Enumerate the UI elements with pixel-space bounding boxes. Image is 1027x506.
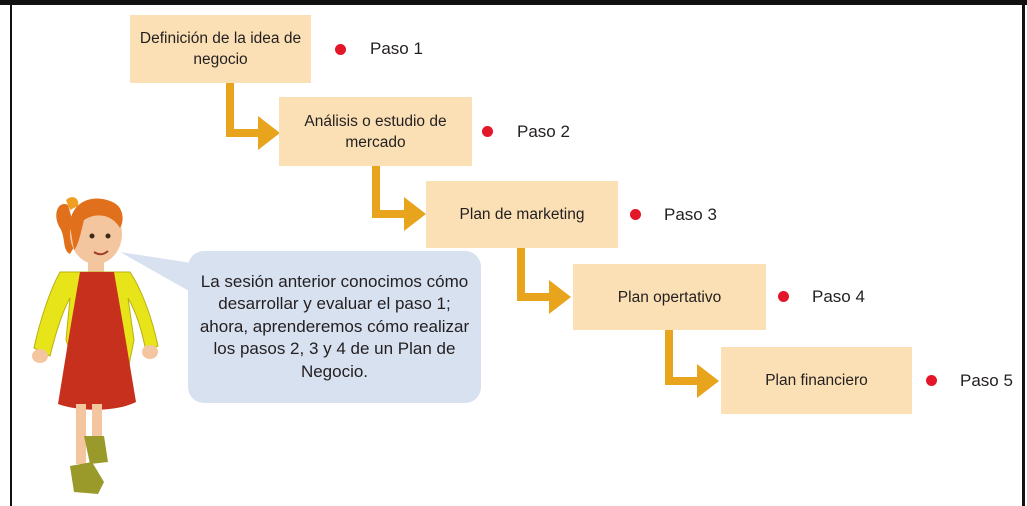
frame-top-border <box>0 0 1027 5</box>
arrow-step4-to-step5 <box>665 330 701 385</box>
step-3-label: Paso 3 <box>664 205 717 224</box>
step-3-dot <box>630 209 641 220</box>
arrowhead-step4 <box>549 280 571 314</box>
step-4-dot <box>778 291 789 302</box>
speech-bubble-tail <box>120 252 198 296</box>
step-box-3: Plan de marketing <box>426 181 618 248</box>
step-box-2: Análisis o estudio de mercado <box>279 97 472 166</box>
arrow-step2-to-step3 <box>372 166 408 218</box>
step-1-dot <box>335 44 346 55</box>
frame-left-border <box>10 0 12 506</box>
arrowhead-step3 <box>404 197 426 231</box>
step-5-label: Paso 5 <box>960 371 1013 390</box>
step-box-1: Definición de la idea de negocio <box>130 15 311 83</box>
step-2-label: Paso 2 <box>517 122 570 141</box>
step-box-4: Plan opertativo <box>573 264 766 330</box>
arrow-step3-to-step4 <box>517 248 553 301</box>
frame-right-border <box>1022 0 1025 506</box>
arrow-step1-to-step2 <box>226 83 262 137</box>
speech-bubble: La sesión anterior conocimos cómo desarr… <box>188 251 481 403</box>
arrowhead-step2 <box>258 116 280 150</box>
step-5-dot <box>926 375 937 386</box>
step-4-label: Paso 4 <box>812 287 865 306</box>
girl-character-icon <box>32 197 159 494</box>
arrowhead-step5 <box>697 364 719 398</box>
step-1-label: Paso 1 <box>370 39 423 58</box>
step-2-dot <box>482 126 493 137</box>
step-box-5: Plan financiero <box>721 347 912 414</box>
